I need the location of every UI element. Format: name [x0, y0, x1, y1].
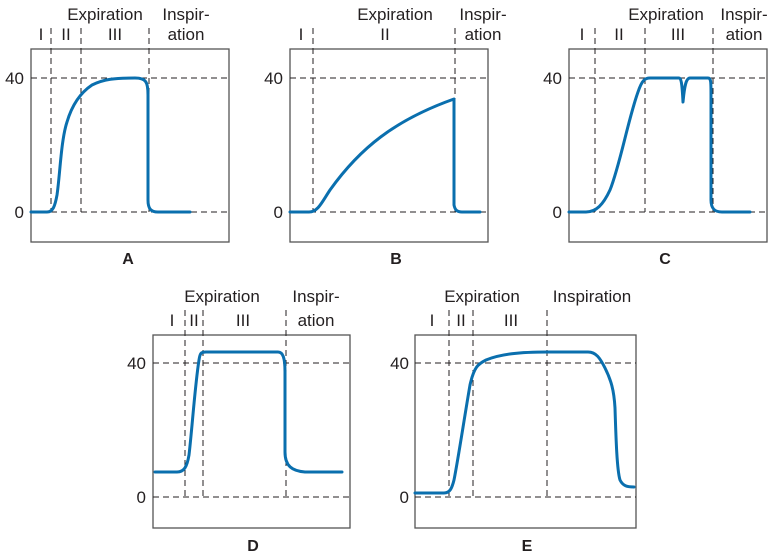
plot-frame: [152, 334, 351, 529]
inspiration-label: Inspir-: [720, 5, 767, 24]
expiration-label: Expiration: [184, 287, 260, 306]
y-tick-40: 40: [543, 69, 562, 88]
phase-label: I: [430, 311, 435, 330]
y-tick-40: 40: [5, 69, 24, 88]
phase-label: I: [39, 25, 44, 44]
phase-label: II: [614, 25, 623, 44]
co2-curve: [288, 97, 482, 214]
inspiration-label: Inspir-: [459, 5, 506, 24]
phase-label: III: [504, 311, 518, 330]
panel-label: B: [390, 251, 402, 268]
co2-curve: [567, 76, 752, 214]
co2-curve: [413, 350, 636, 495]
panel-b: 40 0 Expiration Inspir- ation I II B: [264, 5, 507, 268]
phase-label: II: [61, 25, 70, 44]
inspiration-label: Inspir-: [292, 287, 339, 306]
inspiration-label-2: ation: [465, 25, 502, 44]
phase-label: III: [671, 25, 685, 44]
y-tick-40: 40: [264, 69, 283, 88]
plot-frame: [289, 48, 489, 243]
inspiration-label-2: ation: [726, 25, 763, 44]
phase-label: II: [380, 25, 389, 44]
y-tick-0: 0: [400, 488, 409, 507]
inspiration-label: Inspiration: [553, 287, 631, 306]
y-tick-0: 0: [274, 203, 283, 222]
expiration-label: Expiration: [628, 5, 704, 24]
phase-label: III: [108, 25, 122, 44]
panel-e: 40 0 Expiration Inspiration I II III E: [390, 287, 637, 552]
expiration-label: Expiration: [357, 5, 433, 24]
phase-label: II: [189, 311, 198, 330]
panel-label: E: [522, 538, 533, 552]
inspiration-label: Inspir-: [162, 5, 209, 24]
plot-frame: [568, 48, 768, 243]
panel-label: A: [122, 251, 134, 268]
phase-label: I: [170, 311, 175, 330]
y-tick-0: 0: [137, 488, 146, 507]
plot-frame: [414, 334, 637, 529]
expiration-label: Expiration: [67, 5, 143, 24]
panel-label: C: [659, 251, 671, 268]
y-tick-0: 0: [15, 203, 24, 222]
inspiration-label-2: ation: [298, 311, 335, 330]
panel-c: 40 0 Expiration Inspir- ation I II III C: [543, 5, 768, 268]
panel-label: D: [247, 538, 259, 552]
phase-label: I: [299, 25, 304, 44]
y-tick-0: 0: [553, 203, 562, 222]
phase-label: III: [236, 311, 250, 330]
phase-label: I: [580, 25, 585, 44]
co2-curve: [153, 350, 344, 474]
phase-label: II: [456, 311, 465, 330]
expiration-label: Expiration: [444, 287, 520, 306]
co2-curve: [29, 76, 192, 214]
panel-d: 40 0 Expiration Inspir- ation I II III D: [127, 287, 351, 552]
plot-frame: [30, 48, 230, 243]
y-tick-40: 40: [390, 354, 409, 373]
panel-a: 40 0 Expiration Inspir- ation I II III A: [5, 5, 230, 268]
y-tick-40: 40: [127, 354, 146, 373]
inspiration-label-2: ation: [168, 25, 205, 44]
